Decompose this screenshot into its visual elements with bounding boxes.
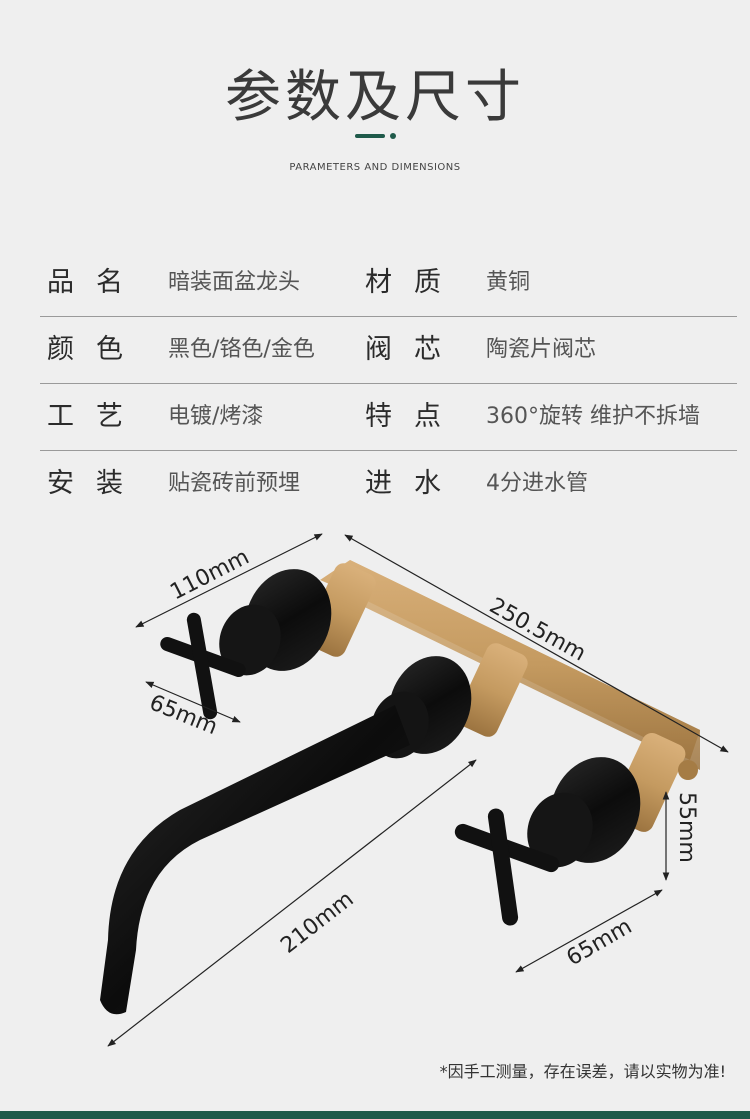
title-accent-line [355, 134, 385, 138]
spec-value: 360°旋转 维护不拆墙 [486, 404, 700, 429]
spec-value: 暗装面盆龙头 [168, 270, 301, 295]
spec-key: 安装 [47, 468, 145, 499]
spec-key: 阀芯 [365, 334, 463, 365]
dim-line-spout-length [107, 759, 477, 1047]
spec-row: 工艺 电镀/烤漆 特点 360°旋转 维护不拆墙 [40, 384, 737, 451]
spec-value: 陶瓷片阀芯 [486, 337, 597, 362]
measurement-note: *因手工测量，存在误差，请以实物为准! [439, 1062, 726, 1081]
spec-key: 材质 [365, 267, 463, 298]
spec-value: 电镀/烤漆 [168, 404, 264, 429]
spec-value: 4分进水管 [486, 471, 588, 496]
dim-label-body-height: 55mm [674, 792, 699, 863]
spec-key: 品名 [47, 267, 145, 298]
spec-key: 特点 [365, 401, 463, 432]
spec-value: 黑色/铬色/金色 [168, 337, 315, 362]
page-title: 参数及尺寸 [225, 65, 525, 130]
dim-line-left-depth [145, 681, 241, 723]
spec-value: 贴瓷砖前预埋 [168, 471, 301, 496]
dim-line-handle-length [135, 533, 323, 628]
spec-value: 黄铜 [486, 270, 531, 295]
bottom-accent-bar [0, 1111, 750, 1119]
spec-key: 进水 [365, 468, 463, 499]
spec-row: 颜色 黑色/铬色/金色 阀芯 陶瓷片阀芯 [40, 317, 737, 384]
right-handle [454, 757, 641, 926]
spec-row: 品名 暗装面盆龙头 材质 黄铜 [40, 250, 737, 317]
faucet-dimension-diagram: 110mm 250.5mm 65mm 55mm 65mm 210mm [100, 533, 729, 1047]
dim-label-spout-length: 210mm [276, 887, 358, 959]
dim-line-body-length [344, 534, 729, 753]
page-subtitle: PARAMETERS AND DIMENSIONS [289, 162, 461, 173]
dim-line-right-depth [515, 889, 663, 973]
spec-row: 安装 贴瓷砖前预埋 进水 4分进水管 [40, 451, 737, 517]
dim-label-right-depth: 65mm [563, 914, 637, 971]
spec-table: 品名 暗装面盆龙头 材质 黄铜 颜色 黑色/铬色/金色 阀芯 陶瓷片阀芯 工艺 … [40, 250, 737, 517]
title-accent-dot [390, 133, 396, 139]
spec-key: 工艺 [47, 401, 145, 432]
spec-key: 颜色 [47, 334, 145, 365]
